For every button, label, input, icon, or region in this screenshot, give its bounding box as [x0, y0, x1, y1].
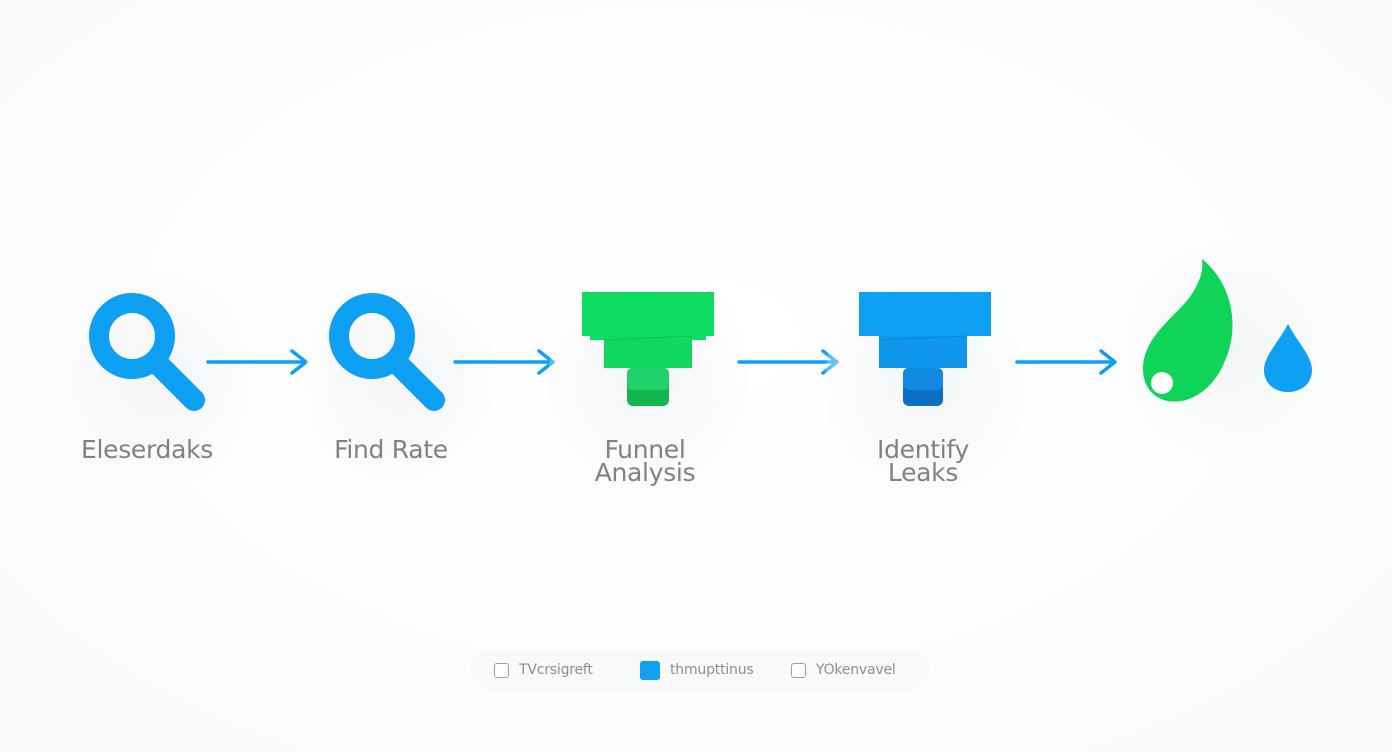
arrow-right-icon: [453, 349, 555, 375]
step-1-glow: [60, 255, 250, 505]
legend-item-3-label: YOkenvavel: [816, 662, 896, 678]
step-3-label-line2: Analysis: [594, 458, 696, 487]
arrow-right-icon: [1015, 349, 1117, 375]
legend-item-1-label: TVcrsigreft: [519, 662, 593, 678]
step-1-label: Eleserdaks: [80, 435, 214, 464]
legend-item-1[interactable]: TVcrsigreft: [494, 660, 593, 680]
funnel-icon: [582, 292, 714, 406]
legend: [470, 650, 930, 690]
legend-item-2-label: thmupttinus: [670, 662, 754, 678]
legend-item-2[interactable]: thmupttinus: [640, 660, 754, 680]
step-3-label-line1: Funnel: [604, 435, 686, 464]
step-4-label-line1: Identify: [877, 435, 969, 464]
leaf-icon: [1143, 259, 1233, 402]
arrow-right-icon: [206, 349, 308, 375]
legend-item-3[interactable]: YOkenvavel: [791, 660, 896, 680]
step-2-label: Find Rate: [334, 435, 448, 464]
checkbox-icon[interactable]: [494, 662, 509, 678]
checkbox-checked-icon[interactable]: [640, 660, 660, 680]
magnifier-icon: [89, 293, 205, 411]
funnel-icon: [859, 292, 991, 406]
magnifier-icon: [329, 293, 445, 411]
step-4-label-line2: Leaks: [887, 458, 959, 487]
water-drop-icon: [1264, 324, 1312, 392]
checkbox-icon[interactable]: [791, 662, 806, 678]
